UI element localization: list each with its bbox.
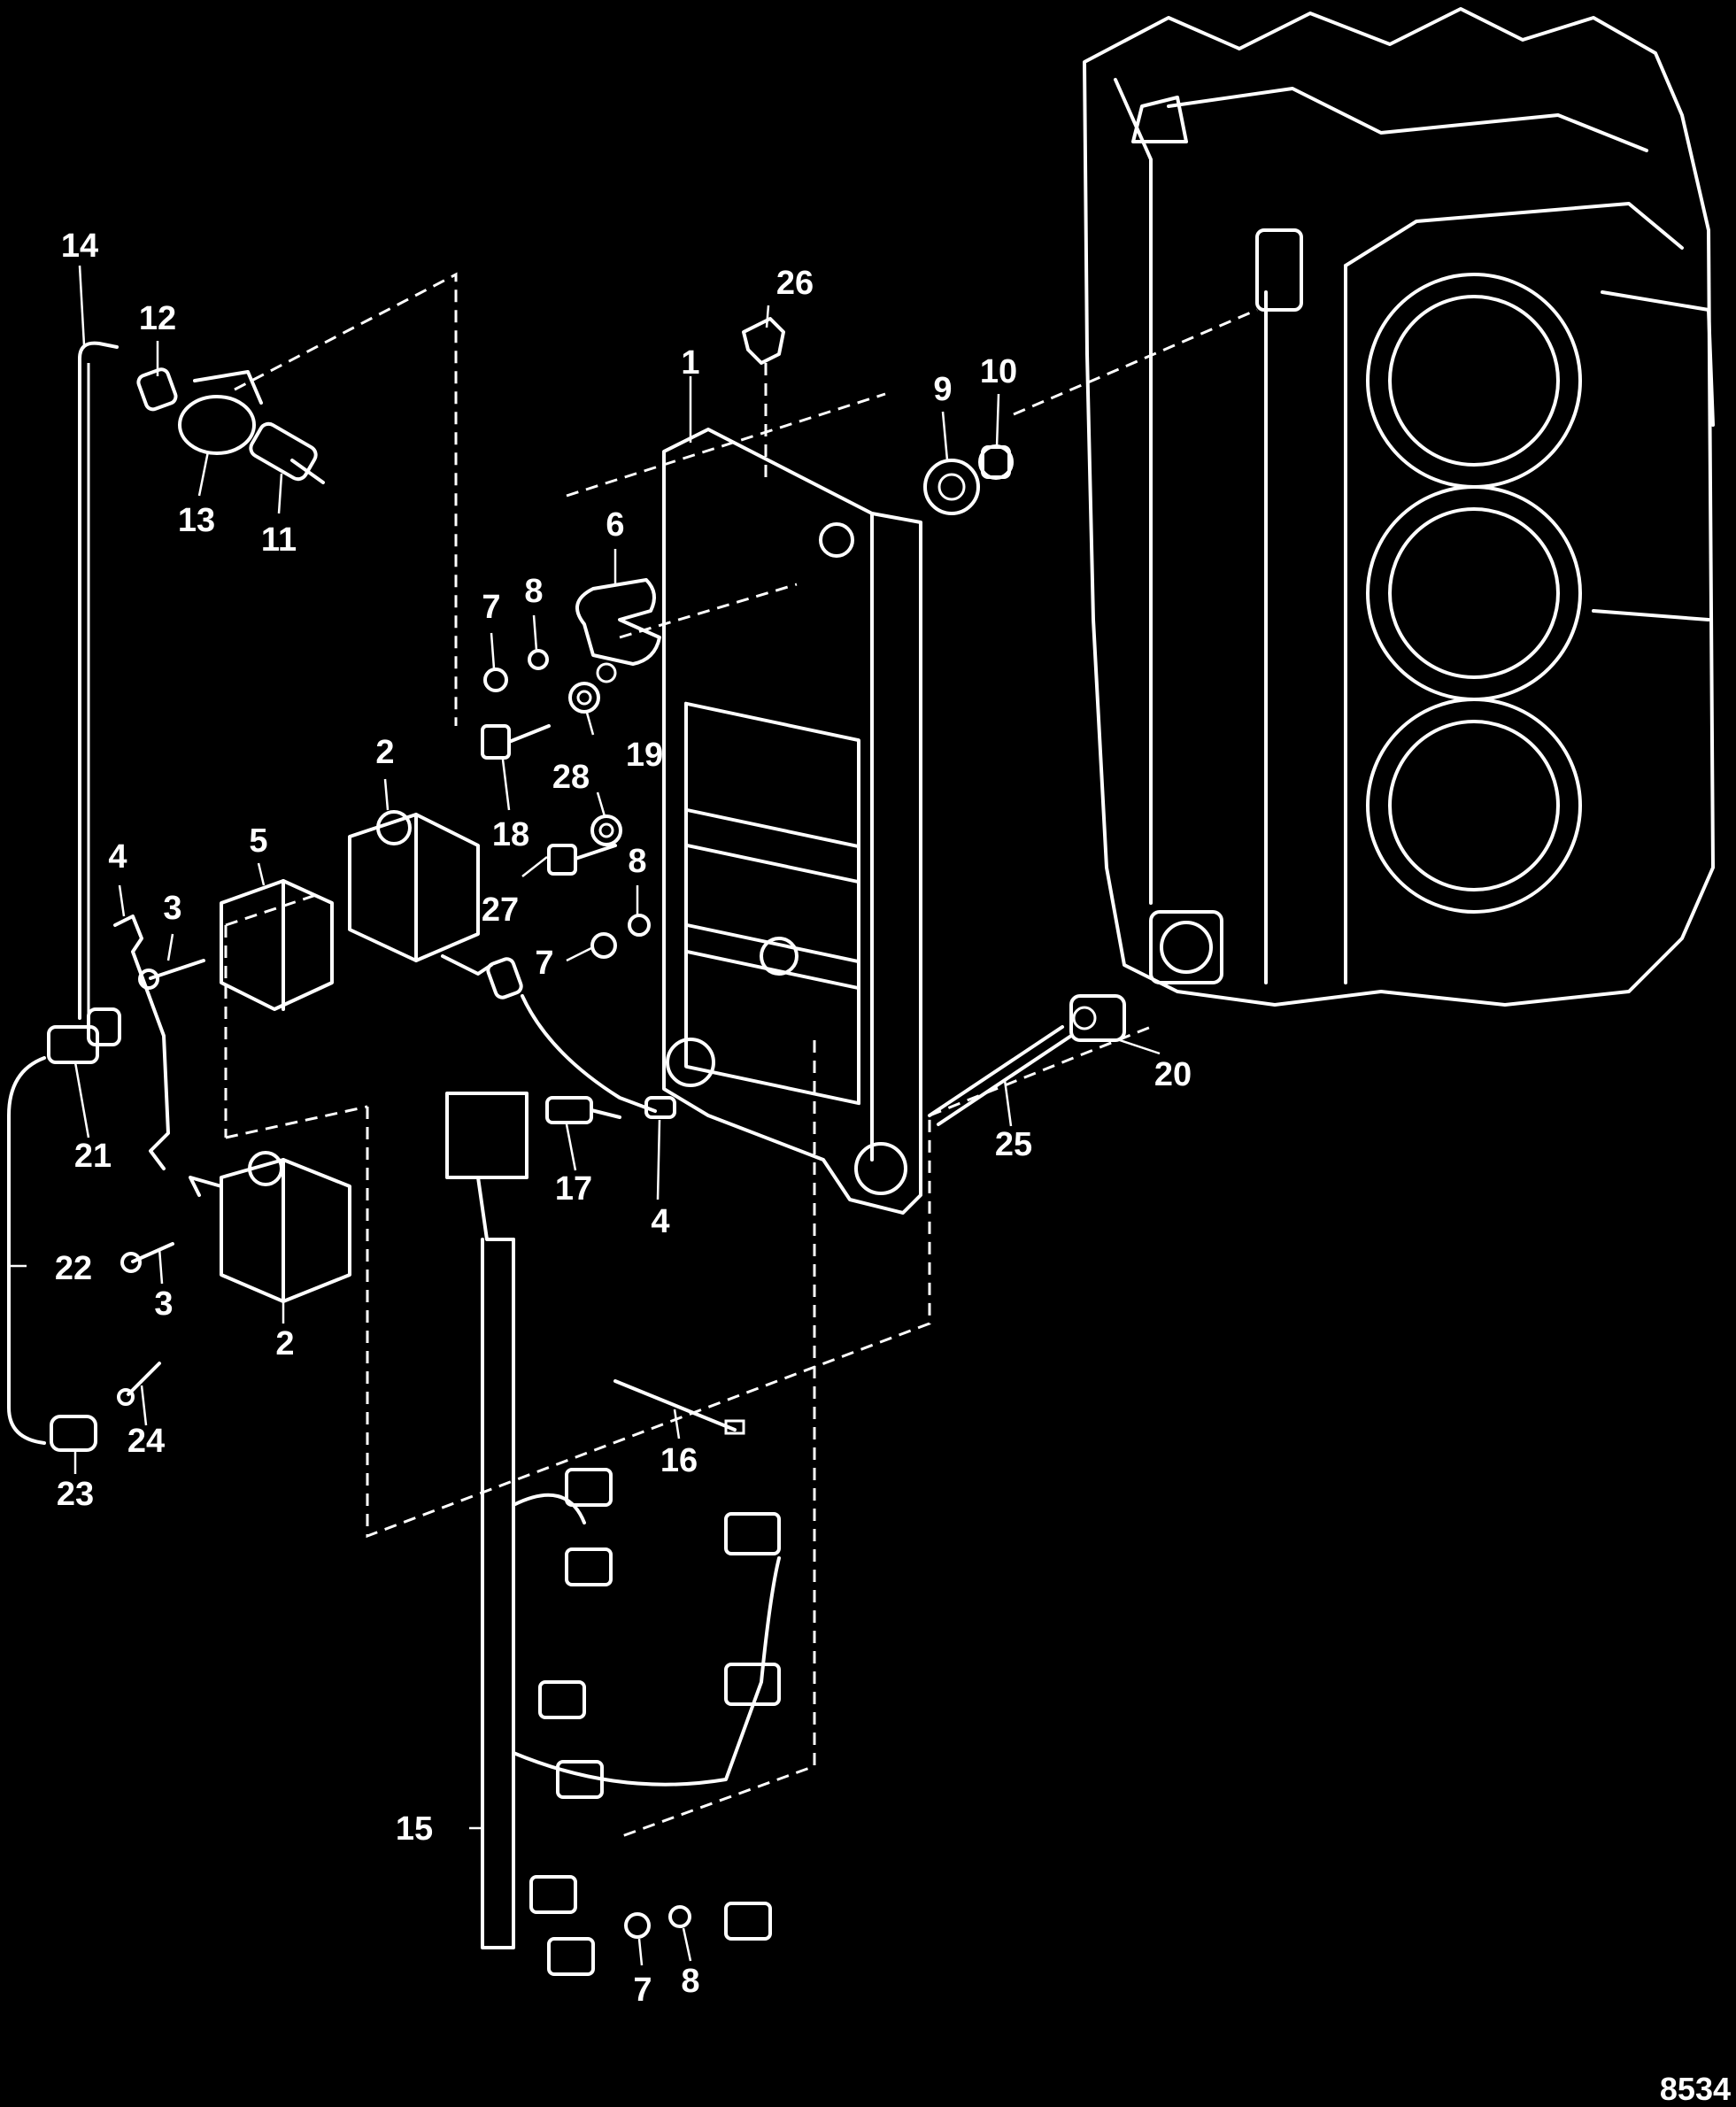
callout-27: 27 xyxy=(482,891,519,929)
part-15-wire-harness xyxy=(445,1092,781,1976)
callout-7-c: 7 xyxy=(633,1972,652,2009)
part-4-lead-left xyxy=(113,915,170,1170)
callout-5: 5 xyxy=(249,822,267,860)
callout-15: 15 xyxy=(396,1810,433,1848)
callout-6: 6 xyxy=(606,506,624,544)
callout-3-lower: 3 xyxy=(154,1285,173,1323)
callout-1: 1 xyxy=(681,344,699,382)
callout-25: 25 xyxy=(995,1126,1032,1163)
part-9-grommet xyxy=(923,459,980,515)
part-28-washer xyxy=(590,814,622,846)
part-22-hose xyxy=(7,1056,46,1445)
callout-4-right: 4 xyxy=(651,1203,669,1240)
part-7-screw-c xyxy=(624,1912,651,1939)
callout-9: 9 xyxy=(933,371,952,408)
callout-23: 23 xyxy=(57,1476,94,1513)
part-8-washer-a xyxy=(528,649,549,670)
callout-16: 16 xyxy=(660,1442,698,1479)
part-11-sensor xyxy=(249,421,325,484)
part-7-screw-a xyxy=(483,668,508,692)
callout-8-b: 8 xyxy=(628,843,646,880)
callout-19: 19 xyxy=(626,737,663,774)
part-27-bolt xyxy=(547,844,617,876)
callout-14: 14 xyxy=(61,228,98,265)
engine-block xyxy=(1083,7,1715,1007)
callout-4-left: 4 xyxy=(108,838,127,876)
part-10-nut xyxy=(978,444,1014,480)
callout-10: 10 xyxy=(980,353,1017,390)
callout-7-a: 7 xyxy=(482,589,500,626)
part-8-washer-b xyxy=(628,914,651,937)
leader-lines xyxy=(11,265,1161,1966)
figure-reference-number: 8534 xyxy=(1660,2071,1731,2107)
part-6-bracket xyxy=(575,578,661,683)
callout-13: 13 xyxy=(178,502,215,539)
part-17-sensor xyxy=(545,1096,621,1124)
callout-21: 21 xyxy=(74,1138,112,1175)
part-13-clamp xyxy=(178,370,263,455)
callout-8-a: 8 xyxy=(524,573,543,610)
callout-22: 22 xyxy=(55,1250,92,1287)
part-23-fitting xyxy=(50,1415,97,1452)
part-12-fitting xyxy=(136,367,178,412)
callout-labels: 1 2 2 3 3 4 4 5 6 7 7 7 7 8 8 8 9 10 11 … xyxy=(55,228,1731,2107)
callout-28: 28 xyxy=(552,759,590,796)
part-8-washer-c xyxy=(668,1905,691,1928)
part-25-hose xyxy=(928,1025,1073,1126)
part-2-coil-lower xyxy=(189,1151,351,1303)
part-21-tee xyxy=(47,1007,121,1064)
part-20-fitting xyxy=(1069,994,1126,1042)
callout-3-upper: 3 xyxy=(163,890,181,927)
callout-12: 12 xyxy=(139,300,176,337)
part-26-clip xyxy=(742,317,785,478)
part-3-screw-upper xyxy=(138,959,205,990)
callout-8-c: 8 xyxy=(681,1963,699,2000)
part-19-washer xyxy=(568,682,600,714)
part-14-tube xyxy=(78,341,119,1020)
callout-26: 26 xyxy=(776,265,814,302)
callout-20: 20 xyxy=(1154,1056,1192,1093)
callout-24: 24 xyxy=(127,1423,165,1460)
callout-2-lower: 2 xyxy=(275,1325,294,1362)
callout-17: 17 xyxy=(555,1170,592,1208)
part-1-mounting-plate xyxy=(662,428,922,1215)
part-3-screw-lower xyxy=(120,1242,174,1273)
part-2-coil-upper xyxy=(348,810,493,976)
part-7-screw-b xyxy=(590,932,617,959)
callout-7-b: 7 xyxy=(535,945,553,982)
part-24-screw xyxy=(117,1362,161,1406)
callout-18: 18 xyxy=(492,816,529,853)
part-18-bolt xyxy=(481,724,551,760)
callout-11: 11 xyxy=(261,521,297,559)
callout-2-upper: 2 xyxy=(375,734,394,771)
part-16-cable-tie xyxy=(613,1379,745,1435)
part-5-module xyxy=(220,879,334,1011)
dashed-assembly-lines xyxy=(224,272,1258,1839)
part-4-lead-right xyxy=(486,957,676,1119)
